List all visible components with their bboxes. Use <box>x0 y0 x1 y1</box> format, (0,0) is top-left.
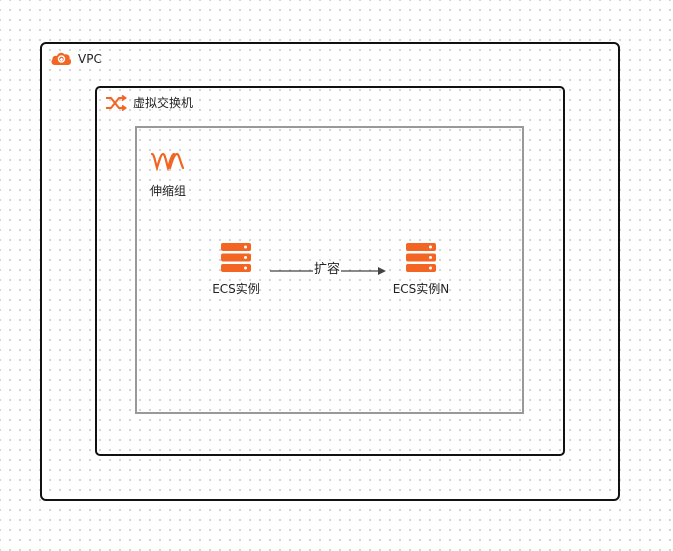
scaling-group-container <box>135 126 524 414</box>
vswitch-container <box>95 86 565 456</box>
arrowhead-icon <box>378 267 386 275</box>
scale-out-label: 扩容 <box>312 262 342 277</box>
ecs-instance-n-label: ECS实例N <box>392 282 450 296</box>
ecs-instance-label: ECS实例 <box>212 282 260 296</box>
vswitch-label: 虚拟交换机 <box>133 96 194 110</box>
server-icon <box>406 243 436 272</box>
server-icon <box>221 243 251 272</box>
shuffle-icon <box>106 95 127 111</box>
vpc-container <box>40 42 620 501</box>
scaling-group-label: 伸缩组 <box>150 184 187 198</box>
cloud-icon <box>51 52 72 65</box>
scaling-group-icon <box>150 152 185 171</box>
vpc-label: VPC <box>78 52 102 66</box>
